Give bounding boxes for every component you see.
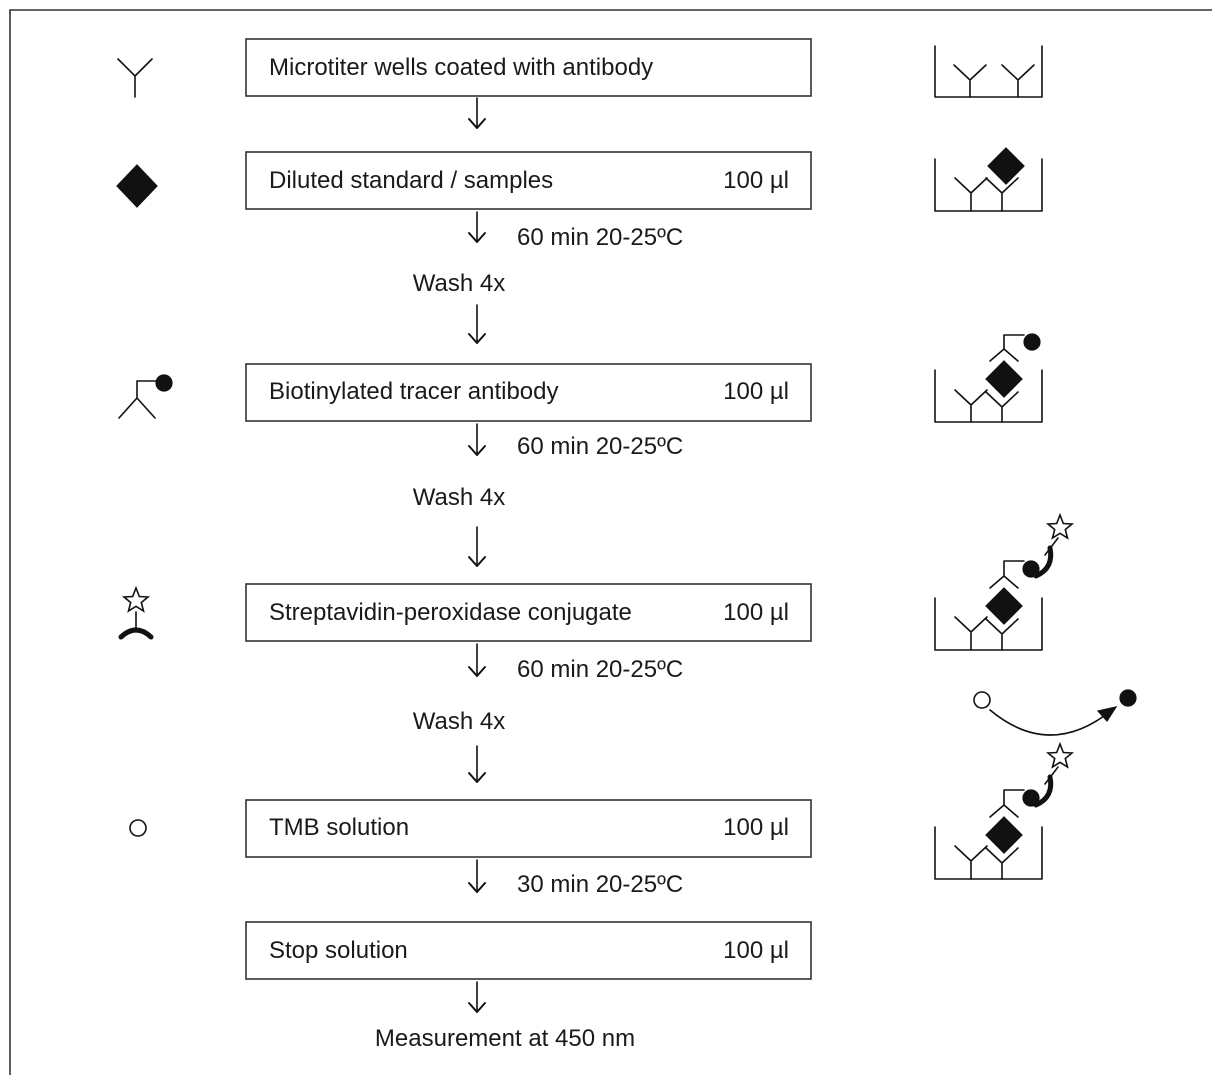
step-2: Diluted standard / samples 100 µl [245, 151, 812, 210]
step-4-volume: 100 µl [723, 599, 789, 626]
step-box [245, 799, 812, 858]
incubation-note-4: 30 min 20-25ºC [517, 871, 683, 898]
step-box [245, 583, 812, 642]
down-arrow-icon [468, 745, 486, 783]
step-6-label: Stop solution [269, 937, 408, 964]
step-6: Stop solution 100 µl [245, 921, 812, 980]
step-5: TMB solution 100 µl [245, 799, 812, 858]
flow-arrows [468, 97, 486, 1013]
sample-diamond-icon [116, 164, 158, 208]
down-arrow-icon [468, 643, 486, 677]
streptavidin-peroxidase-icon [118, 585, 154, 640]
down-arrow-icon [468, 859, 486, 893]
step-box [245, 921, 812, 980]
step-5-volume: 100 µl [723, 814, 789, 841]
down-arrow-icon [468, 423, 486, 456]
step-3-volume: 100 µl [723, 378, 789, 405]
well-1-illustration [934, 45, 1043, 98]
incubation-note-2: 60 min 20-25ºC [517, 433, 683, 460]
wash-label-1: Wash 4x [413, 270, 505, 297]
well-2-illustration [934, 147, 1043, 212]
wash-label-3: Wash 4x [413, 708, 505, 735]
well-4-illustration [934, 512, 1075, 651]
outer-frame [9, 9, 1212, 1075]
step-1: Microtiter wells coated with antibody [245, 38, 812, 97]
down-arrow-icon [468, 211, 486, 243]
down-arrow-icon [468, 526, 486, 567]
step-3: Biotinylated tracer antibody 100 µl [245, 363, 812, 422]
well-3-illustration [934, 333, 1043, 423]
tmb-circle-icon [129, 819, 147, 837]
step-box [245, 38, 812, 97]
down-arrow-icon [468, 97, 486, 129]
wash-label-2: Wash 4x [413, 484, 505, 511]
measurement-label: Measurement at 450 nm [375, 1025, 635, 1052]
antibody-icon [117, 58, 153, 98]
substrate-conversion-arrow [973, 689, 1137, 736]
step-4-label: Streptavidin-peroxidase conjugate [269, 599, 632, 626]
incubation-note-1: 60 min 20-25ºC [517, 224, 683, 251]
step-5-label: TMB solution [269, 814, 409, 841]
down-arrow-icon [468, 981, 486, 1013]
step-2-label: Diluted standard / samples [269, 167, 553, 194]
incubation-note-3: 60 min 20-25ºC [517, 656, 683, 683]
step-box [245, 363, 812, 422]
step-box [245, 151, 812, 210]
step-6-volume: 100 µl [723, 937, 789, 964]
step-4: Streptavidin-peroxidase conjugate 100 µl [245, 583, 812, 642]
biotinylated-antibody-icon [118, 374, 173, 419]
step-1-label: Microtiter wells coated with antibody [269, 54, 653, 81]
well-5-illustration [934, 741, 1075, 880]
down-arrow-icon [468, 304, 486, 344]
step-2-volume: 100 µl [723, 167, 789, 194]
step-3-label: Biotinylated tracer antibody [269, 378, 559, 405]
